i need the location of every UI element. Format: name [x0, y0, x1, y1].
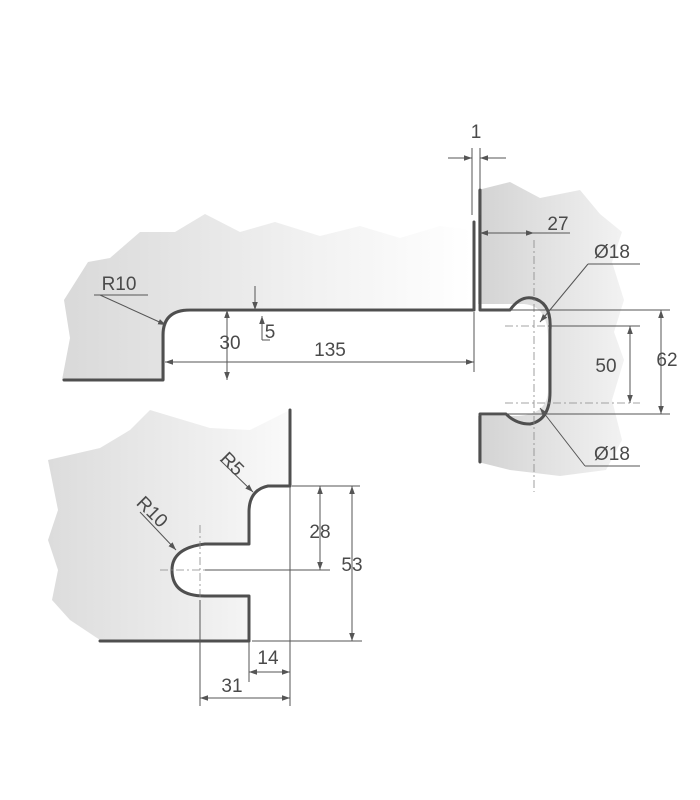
dim-62-label: 62 [656, 350, 677, 371]
lower-surface [48, 410, 290, 640]
r10-lower-leader [139, 511, 177, 551]
dim-53-label: 53 [341, 555, 362, 576]
lower-outline [98, 408, 292, 643]
right-wall-outline [478, 188, 552, 464]
dim-135-label: 135 [314, 340, 346, 361]
upper-left-outline [62, 220, 476, 382]
dim-28-label: 28 [309, 522, 330, 543]
dim-1-label: 1 [471, 122, 482, 143]
dia-top-label: Ø18 [594, 242, 630, 263]
dim-31-label: 31 [221, 676, 242, 697]
r10-top-label: R10 [102, 274, 137, 295]
dia-bottom-leader [539, 407, 586, 467]
dim-50-label: 50 [595, 356, 616, 377]
dim-14-label: 14 [257, 648, 279, 669]
dia-top-leader [539, 263, 589, 323]
thickness-5-label: 5 [265, 322, 276, 343]
r10-top-leader [99, 294, 167, 326]
dia-bottom-label: Ø18 [594, 444, 630, 465]
dim-27-label: 27 [547, 214, 568, 235]
dim-30-label: 30 [219, 333, 240, 354]
r5-leader [219, 459, 254, 493]
upper-left-surface [62, 214, 472, 380]
